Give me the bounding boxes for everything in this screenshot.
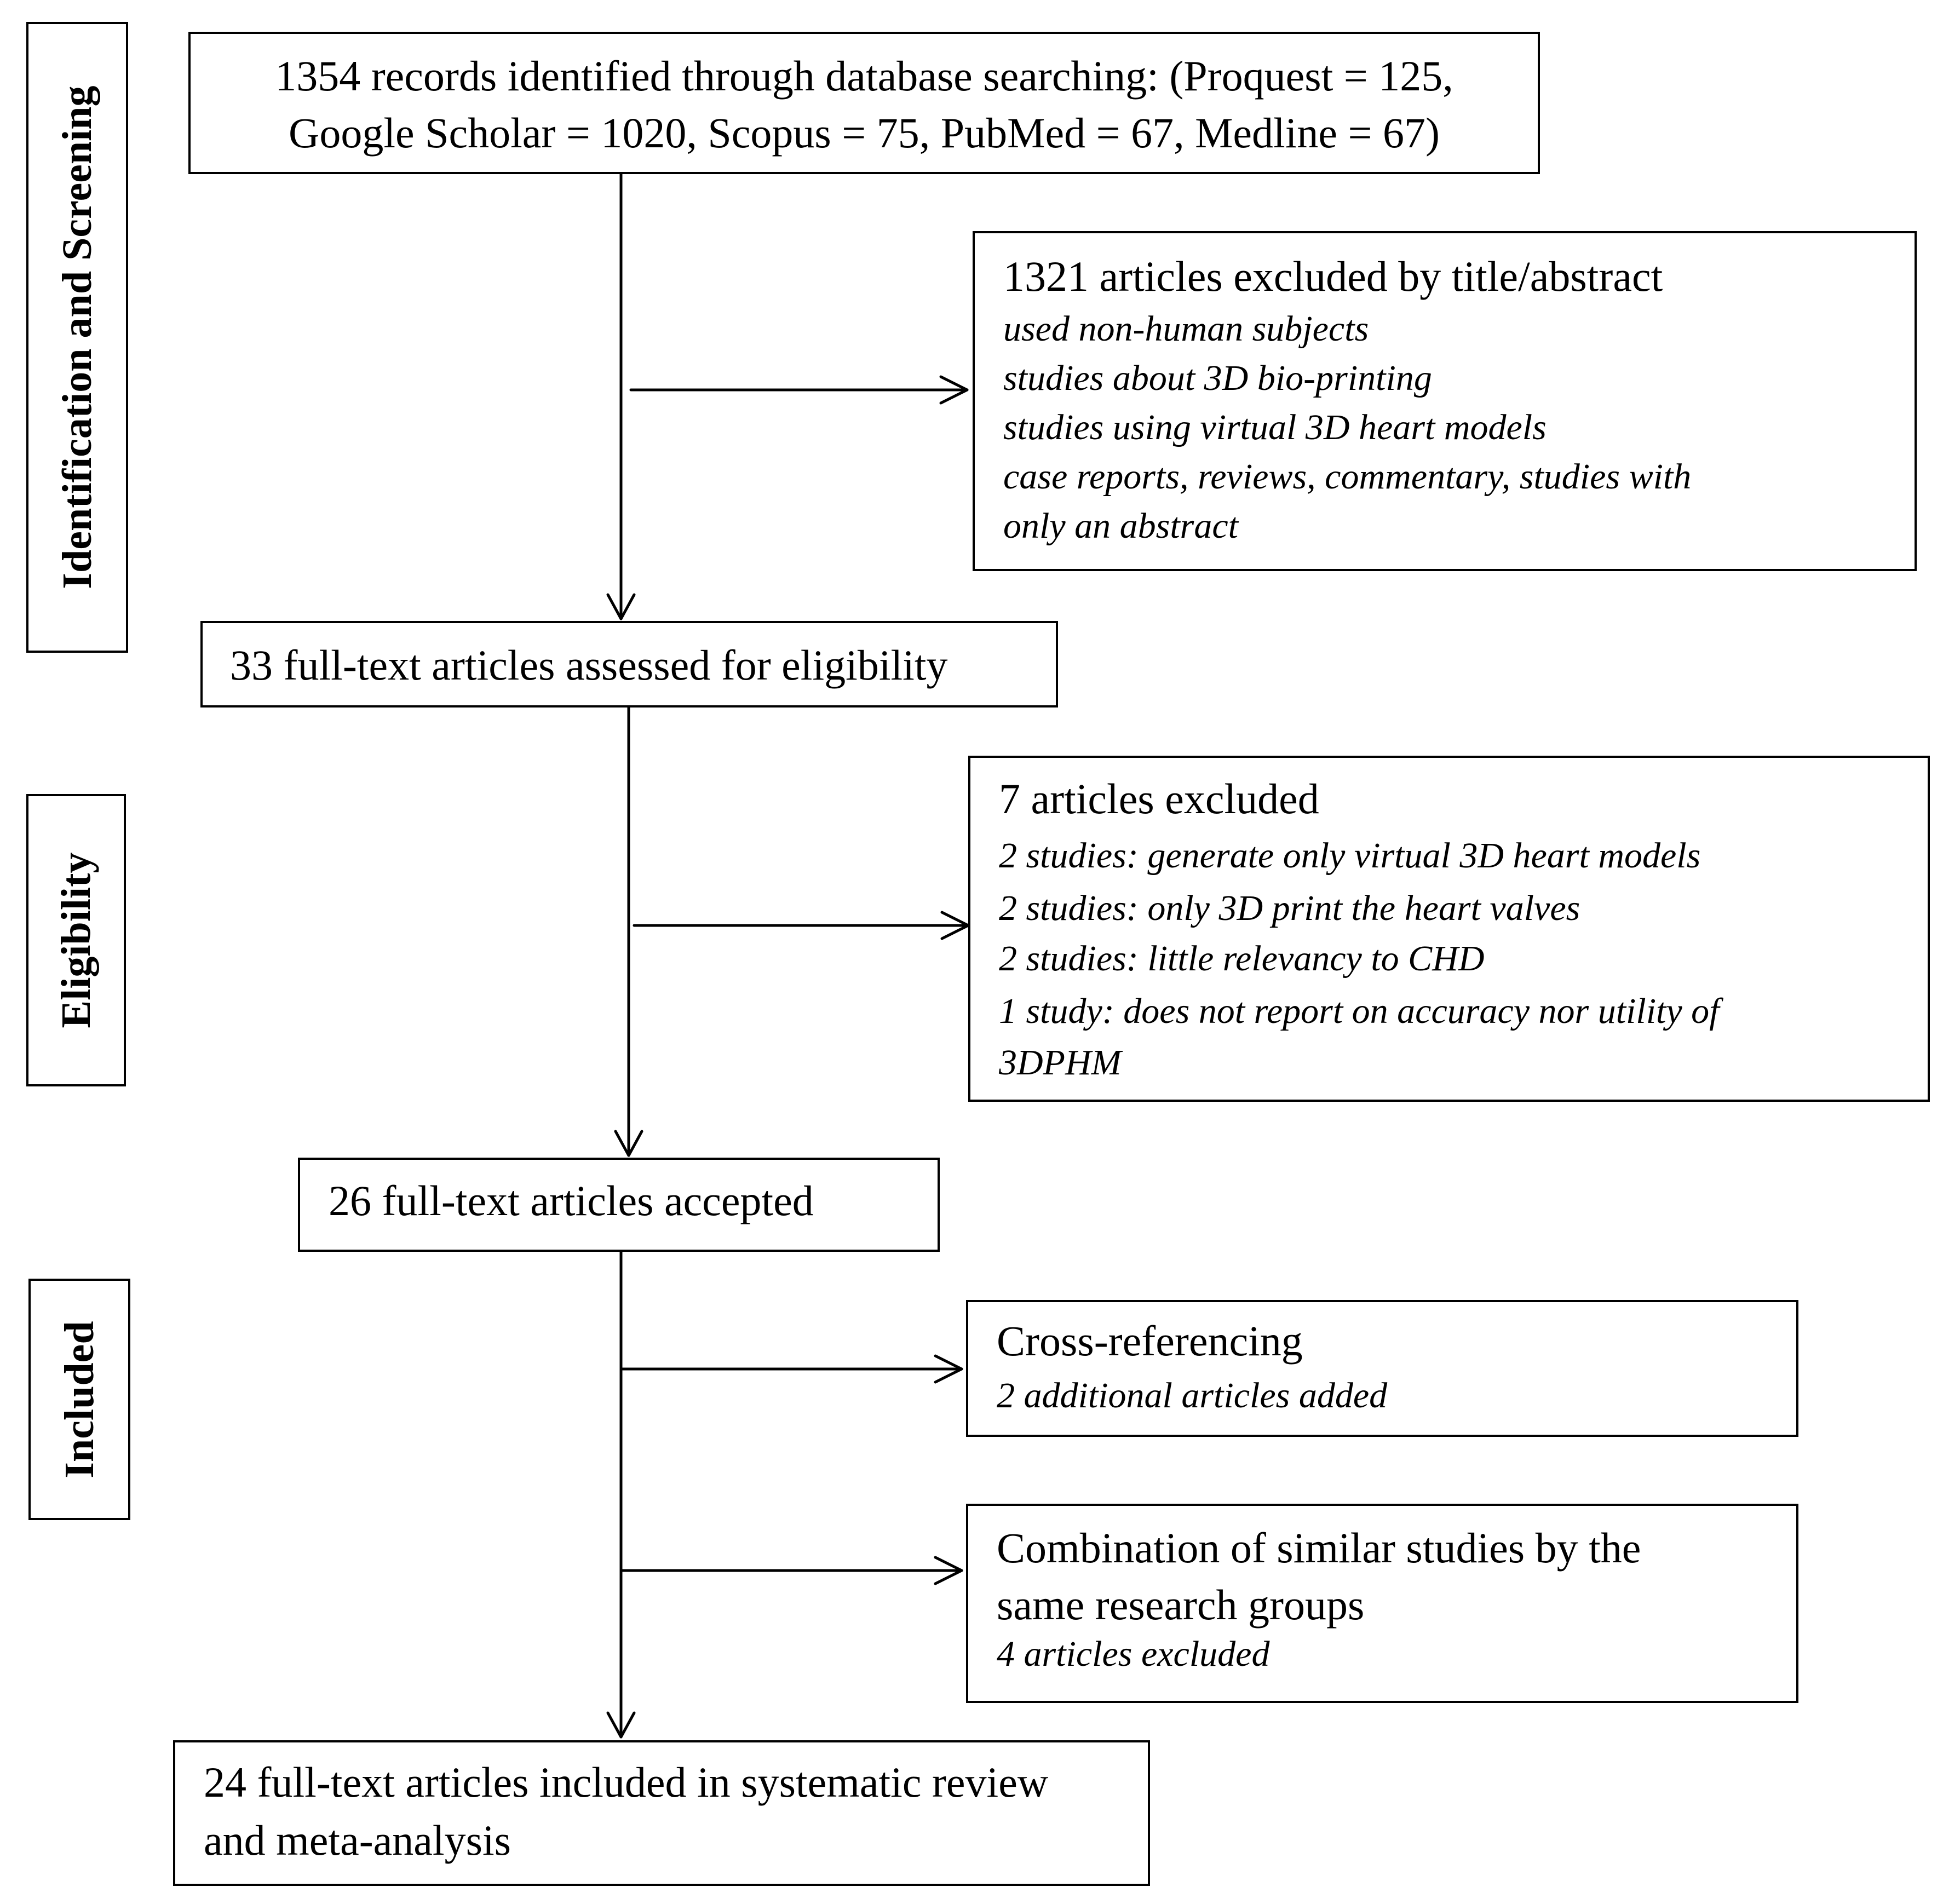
arrowhead-down <box>606 593 636 620</box>
arrowhead-down <box>614 1130 643 1157</box>
cross-referencing-heading: Cross-referencing <box>997 1317 1303 1365</box>
eligibility-reason: 2 studies: only 3D print the heart valve… <box>999 888 1580 928</box>
stage-included: Included <box>28 1279 130 1520</box>
eligibility-reason: 1 study: does not report on accuracy nor… <box>999 991 1720 1031</box>
records-identified-line2: Google Scholar = 1020, Scopus = 75, PubM… <box>289 109 1440 157</box>
full-text-assessed-label: 33 full-text articles assessed for eligi… <box>230 641 948 689</box>
eligibility-reason: 3DPHM <box>999 1043 1122 1083</box>
excluded-reason: case reports, reviews, commentary, studi… <box>1003 457 1692 497</box>
eligibility-reason: 2 studies: generate only virtual 3D hear… <box>999 836 1701 876</box>
cross-referencing-box: Cross-referencing 2 additional articles … <box>966 1300 1798 1437</box>
records-identified-line1: 1354 records identified through database… <box>275 52 1453 100</box>
arrowhead-right <box>934 1354 963 1384</box>
stage-eligibility: Eligibility <box>26 794 126 1086</box>
combination-heading-line1: Combination of similar studies by the <box>997 1524 1641 1572</box>
excluded-reason: studies about 3D bio-printing <box>1003 358 1432 398</box>
combination-heading-line2: same research groups <box>997 1581 1365 1629</box>
eligibility-reason: 2 studies: little relevancy to CHD <box>999 939 1485 979</box>
accepted-box: 26 full-text articles accepted <box>298 1158 940 1252</box>
arrowhead-right <box>939 375 969 405</box>
excluded-reason: used non-human subjects <box>1003 309 1369 349</box>
arrowhead-down <box>606 1711 636 1739</box>
excluded-eligibility-box: 7 articles excluded 2 studies: generate … <box>968 756 1930 1102</box>
final-included-box: 24 full-text articles included in system… <box>173 1740 1150 1886</box>
records-identified-box: 1354 records identified through database… <box>188 32 1540 174</box>
cross-referencing-detail: 2 additional articles added <box>997 1376 1388 1416</box>
combination-box: Combination of similar studies by the sa… <box>966 1504 1798 1703</box>
excluded-reason: only an abstract <box>1003 506 1238 546</box>
combination-detail: 4 articles excluded <box>997 1634 1270 1674</box>
final-included-line2: and meta-analysis <box>204 1816 511 1864</box>
excluded-title-abstract-box: 1321 articles excluded by title/abstract… <box>973 231 1917 571</box>
final-included-line1: 24 full-text articles included in system… <box>204 1758 1049 1806</box>
arrowhead-right <box>940 911 970 940</box>
excluded-title-abstract-heading: 1321 articles excluded by title/abstract <box>1003 252 1663 300</box>
arrowhead-right <box>934 1556 963 1585</box>
stage-identification-screening: Identification and Screening <box>26 22 128 653</box>
accepted-label: 26 full-text articles accepted <box>329 1177 814 1224</box>
excluded-eligibility-heading: 7 articles excluded <box>999 775 1319 822</box>
excluded-reason: studies using virtual 3D heart models <box>1003 407 1547 447</box>
